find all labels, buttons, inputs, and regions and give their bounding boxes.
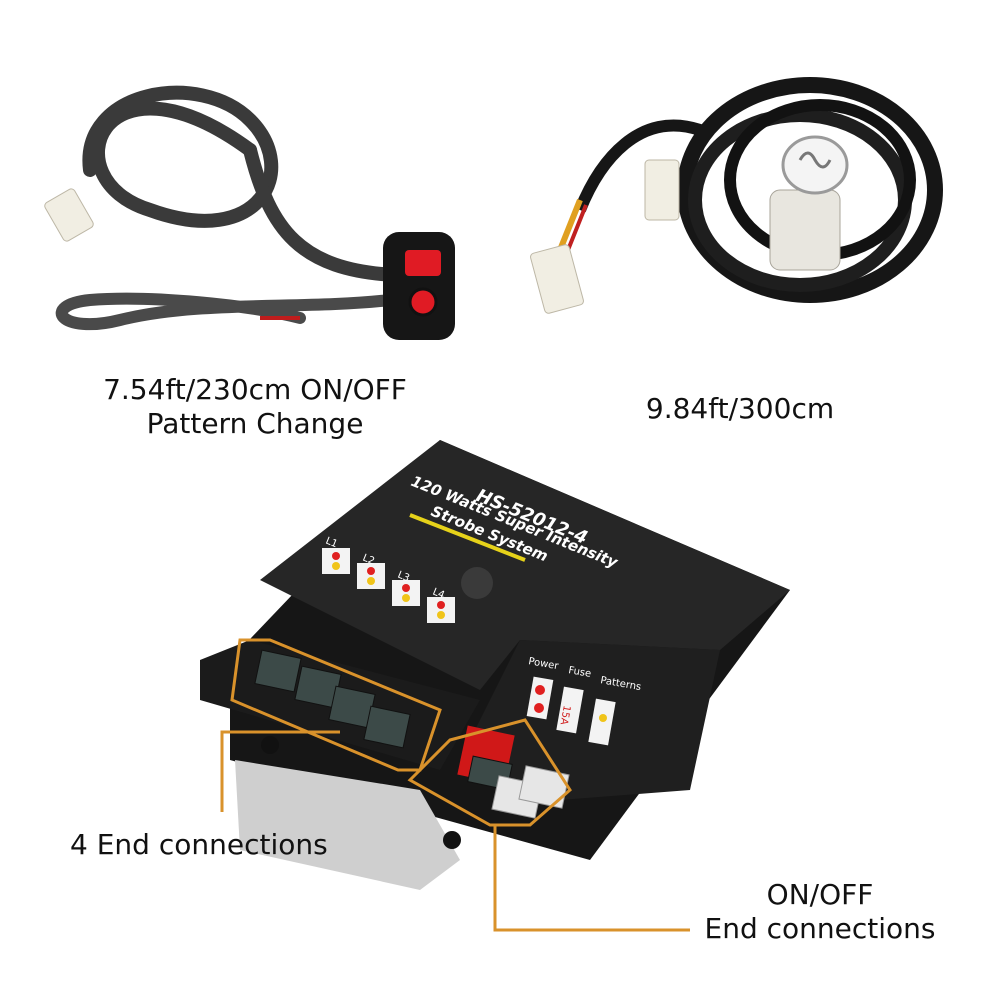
callouts (220, 638, 690, 932)
channel-label-4: L4 (431, 587, 446, 602)
strobe-tube-base (769, 189, 841, 271)
device-indicator-dome (461, 567, 493, 599)
channel-connectors (254, 649, 411, 749)
rocker-switch (405, 250, 441, 276)
strobe-power-supply: HS-52012-4 120 Watts Super Intensity Str… (200, 440, 790, 890)
onoff-connections-caption: ON/OFF End connections (690, 878, 950, 946)
switch-cable-length: 7.54ft/230cm ON/OFF (103, 373, 407, 406)
channel-label-2: L2 (361, 553, 376, 568)
onoff-connectors (457, 725, 570, 819)
control-panel: Power Fuse Patterns 15A (526, 656, 642, 746)
switch-cable-function: Pattern Change (146, 407, 364, 440)
channel-label-1: L1 (324, 536, 339, 551)
strobe-cable (530, 77, 943, 314)
channel-label-3: L3 (396, 570, 411, 585)
callout-box-onoff (407, 718, 572, 827)
pattern-button (408, 287, 438, 317)
panel-label-power: Power (527, 656, 560, 672)
switch-cable (44, 85, 455, 340)
switch-control-box (383, 232, 455, 340)
channel-indicators: L1 L2 L3 L4 (322, 536, 455, 623)
onoff-caption-line1: ON/OFF (766, 878, 874, 911)
strobe-tube-glass (781, 135, 849, 195)
fuse-rating: 15A (558, 704, 572, 725)
callout-line-onoff (493, 825, 690, 932)
strobe-cable-caption: 9.84ft/300cm (645, 392, 835, 425)
onoff-caption-line2: End connections (704, 912, 936, 945)
callout-line-4-end (220, 730, 340, 812)
panel-label-fuse: Fuse (567, 665, 591, 680)
switch-cable-caption: 7.54ft/230cm ON/OFF Pattern Change (95, 373, 415, 441)
end-connections-caption: 4 End connections (70, 828, 328, 861)
